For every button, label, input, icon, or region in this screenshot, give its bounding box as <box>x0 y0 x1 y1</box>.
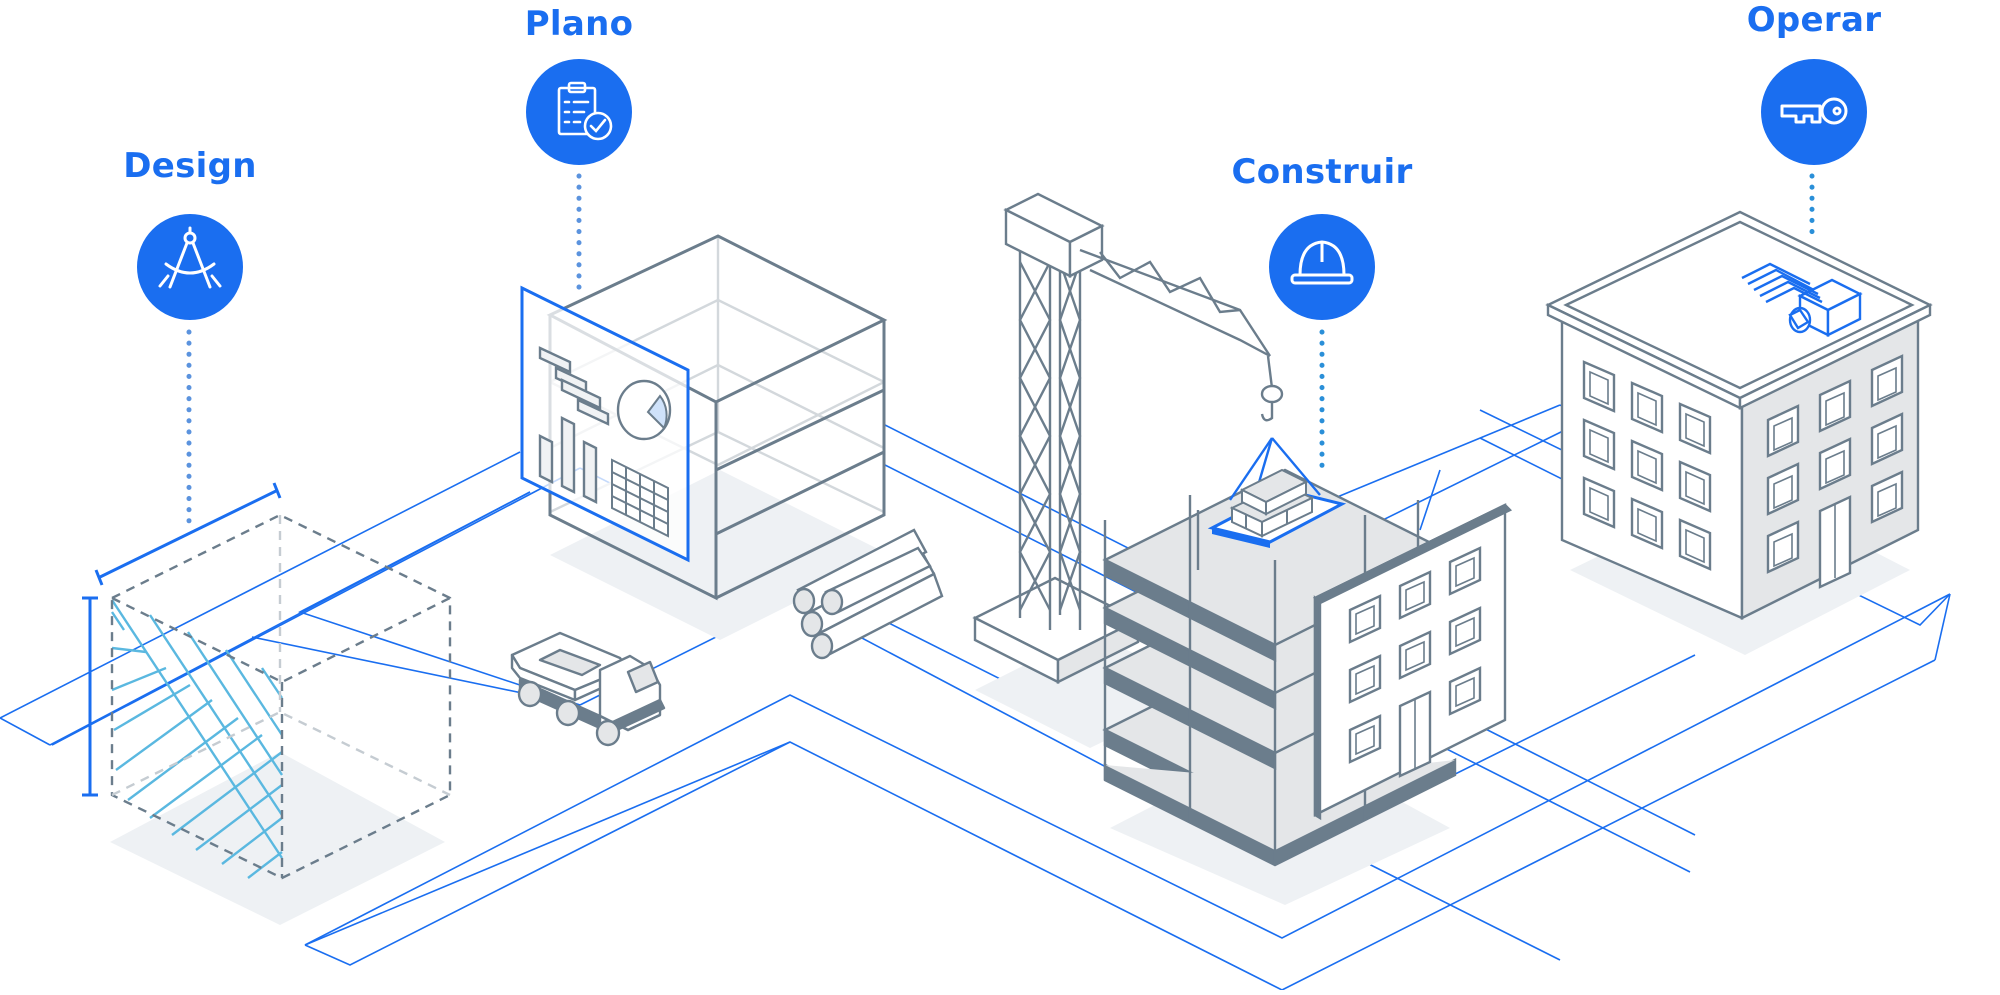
lifted-pallet <box>1207 437 1347 548</box>
bar-chart-icon <box>538 416 598 504</box>
dimension-lines <box>82 482 282 797</box>
facade-panel <box>1312 503 1513 821</box>
stage-label-construir: Construir <box>1231 152 1413 192</box>
key-icon <box>1761 59 1867 165</box>
rooftop-hvac <box>1741 262 1863 337</box>
stage-label-operar: Operar <box>1746 0 1882 40</box>
clipboard-check-icon <box>526 59 632 165</box>
plano-building-outline <box>546 234 888 601</box>
leader-lines <box>186 173 1815 525</box>
compass-icon <box>137 214 243 320</box>
hatch-lines <box>110 599 284 879</box>
dump-truck <box>510 631 666 747</box>
plano-dashboard-panel <box>520 285 690 563</box>
tower-crane <box>972 192 1284 684</box>
spreadsheet-icon <box>611 458 669 538</box>
left-windows <box>1582 360 1712 571</box>
stage-label-plano: Plano <box>524 4 634 44</box>
pipes <box>792 528 944 660</box>
design-blueprint-box <box>82 482 452 880</box>
operar-building <box>1545 210 1933 620</box>
stage-label-design: Design <box>123 146 257 186</box>
hard-hat-icon <box>1269 214 1375 320</box>
pie-chart-icon <box>616 379 672 441</box>
gantt-chart-icon <box>538 346 610 426</box>
